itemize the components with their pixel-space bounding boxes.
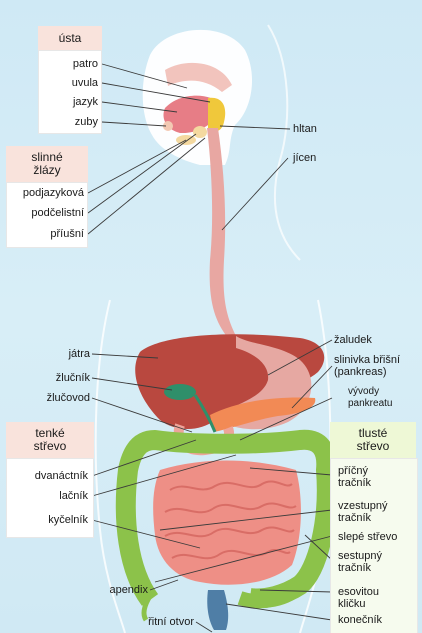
- label-slepe: slepé střevo: [338, 531, 397, 543]
- label-zlucnik: žlučník: [20, 372, 90, 384]
- label-zaludek: žaludek: [334, 334, 372, 346]
- label-sestupny: sestupný tračník: [338, 550, 382, 574]
- label-ritni-otvor: řitní otvor: [100, 616, 194, 628]
- label-esovitou: esovitou kličku: [338, 586, 379, 610]
- label-slinivka: slinivka břišní (pankreas): [334, 354, 400, 378]
- label-kycelnik: kyčelník: [8, 514, 88, 526]
- gallbladder-shape: [164, 384, 196, 400]
- label-podjazykova: podjazyková: [8, 187, 84, 199]
- label-hltan: hltan: [293, 123, 317, 135]
- rectum-shape: [207, 590, 228, 630]
- label-patro: patro: [40, 58, 98, 70]
- label-priusni: příušní: [8, 228, 84, 240]
- small-intestine-heading: tenké střevo: [6, 422, 94, 458]
- label-jazyk: jazyk: [40, 96, 98, 108]
- mouth-heading: ústa: [38, 26, 102, 50]
- salivary-gland: [193, 126, 207, 138]
- label-zlucovod: žlučovod: [20, 392, 90, 404]
- label-pricny: příčný tračník: [338, 465, 371, 489]
- label-zuby: zuby: [40, 116, 98, 128]
- salivary-heading: slinné žlázy: [6, 146, 88, 182]
- label-dvanactnik: dvanáctník: [8, 470, 88, 482]
- label-uvula: uvula: [40, 77, 98, 89]
- label-jicen: jícen: [293, 152, 316, 164]
- esophagus-shape: [207, 128, 236, 338]
- label-jatra: játra: [20, 348, 90, 360]
- label-podcelistni: podčelistní: [8, 207, 84, 219]
- label-apendix: apendix: [60, 584, 148, 596]
- label-lacnik: lačník: [8, 490, 88, 502]
- large-intestine-heading: tlusté střevo: [330, 422, 416, 458]
- label-vzestupny: vzestupný tračník: [338, 500, 388, 524]
- label-vyvody: vývody pankreatu: [348, 386, 392, 410]
- neck-outline: [268, 25, 300, 260]
- label-konecnik: konečník: [338, 614, 382, 626]
